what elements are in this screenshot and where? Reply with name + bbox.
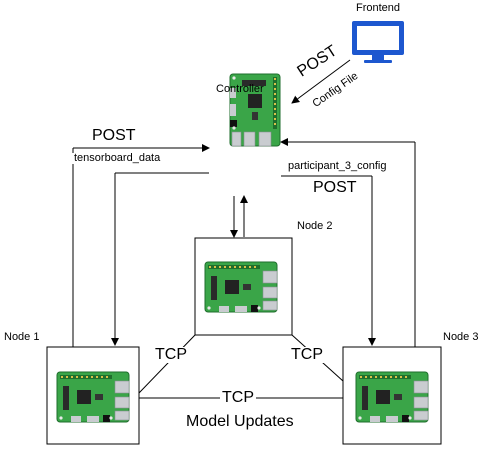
- tcp-bottom-label: TCP: [220, 389, 256, 406]
- node2-label: Node 2: [297, 220, 333, 232]
- node3-label: Node 3: [443, 331, 479, 343]
- tensorboard-data-label: tensorboard_data: [72, 152, 163, 164]
- tcp-right-label: TCP: [289, 346, 325, 363]
- frontend-label: Frontend: [356, 2, 401, 14]
- tcp-link-node1-node2: [138, 334, 196, 394]
- node2-board-icon: [204, 261, 278, 313]
- node1-board-icon: [56, 371, 130, 423]
- left-post-label: POST: [92, 127, 136, 144]
- frontend-to-controller-arrow: [291, 59, 351, 104]
- right-post-label: POST: [313, 179, 357, 196]
- participant-3-config-label: participant_3_config: [286, 160, 389, 172]
- model-updates-label: Model Updates: [186, 413, 294, 430]
- tcp-left-label: TCP: [153, 346, 189, 363]
- frontend-monitor-icon: [352, 21, 404, 63]
- node3-board-icon: [355, 371, 429, 423]
- node1-label: Node 1: [4, 331, 40, 343]
- controller-label: Controller: [216, 83, 264, 95]
